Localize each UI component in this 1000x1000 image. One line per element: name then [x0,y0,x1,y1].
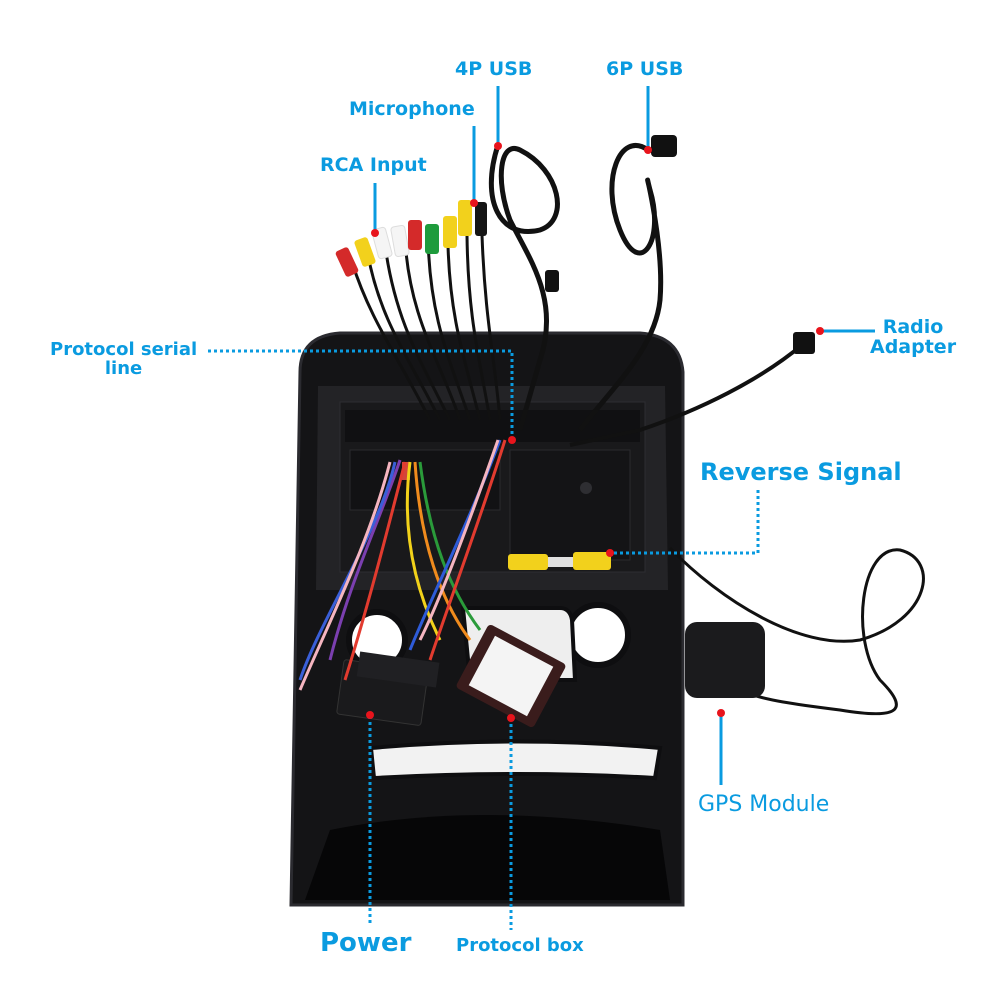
label-reverse-signal: Reverse Signal [700,458,902,486]
label-radio-adapter: Radio Adapter [870,316,957,358]
marker-microphone [470,199,478,207]
rca-cables [335,200,502,421]
label-protocol-box: Protocol box [456,935,584,956]
marker-gps [717,709,725,717]
callout-dotted-lines [208,349,760,930]
label-protocol-serial-line-2: line [104,357,143,379]
protocol-box [456,624,566,728]
marker-protocol-serial [508,436,516,444]
label-gps-module: GPS Module [698,792,830,817]
wire-harness [298,439,507,691]
usb4-cable [488,144,560,431]
label-radio-adapter-2: Adapter [870,335,957,358]
label-radio-adapter-1: Radio [882,316,944,338]
marker-6p-usb [644,146,652,154]
marker-4p-usb [494,142,502,150]
dash-frame [289,331,685,907]
marker-rca-input [371,229,379,237]
marker-reverse-signal [606,549,614,557]
power-connector [336,651,440,726]
label-6p-usb: 6P USB [606,58,684,80]
label-microphone: Microphone [349,98,475,120]
label-power: Power [320,928,412,958]
callout-markers [366,142,824,722]
marker-power [366,711,374,719]
label-4p-usb: 4P USB [455,58,533,80]
label-protocol-serial-line: Protocol serial line [50,339,198,379]
marker-radio-adapter [816,327,824,335]
label-protocol-serial-line-1: Protocol serial [50,339,198,360]
gps-module [668,546,925,716]
label-rca-input: RCA Input [320,154,427,176]
marker-protocol-box [507,714,515,722]
radio-adapter-cable [569,332,815,447]
rca-plugs [335,200,487,277]
reverse-rca [508,552,611,570]
usb6-cable [578,135,677,432]
callout-lines [373,86,875,785]
